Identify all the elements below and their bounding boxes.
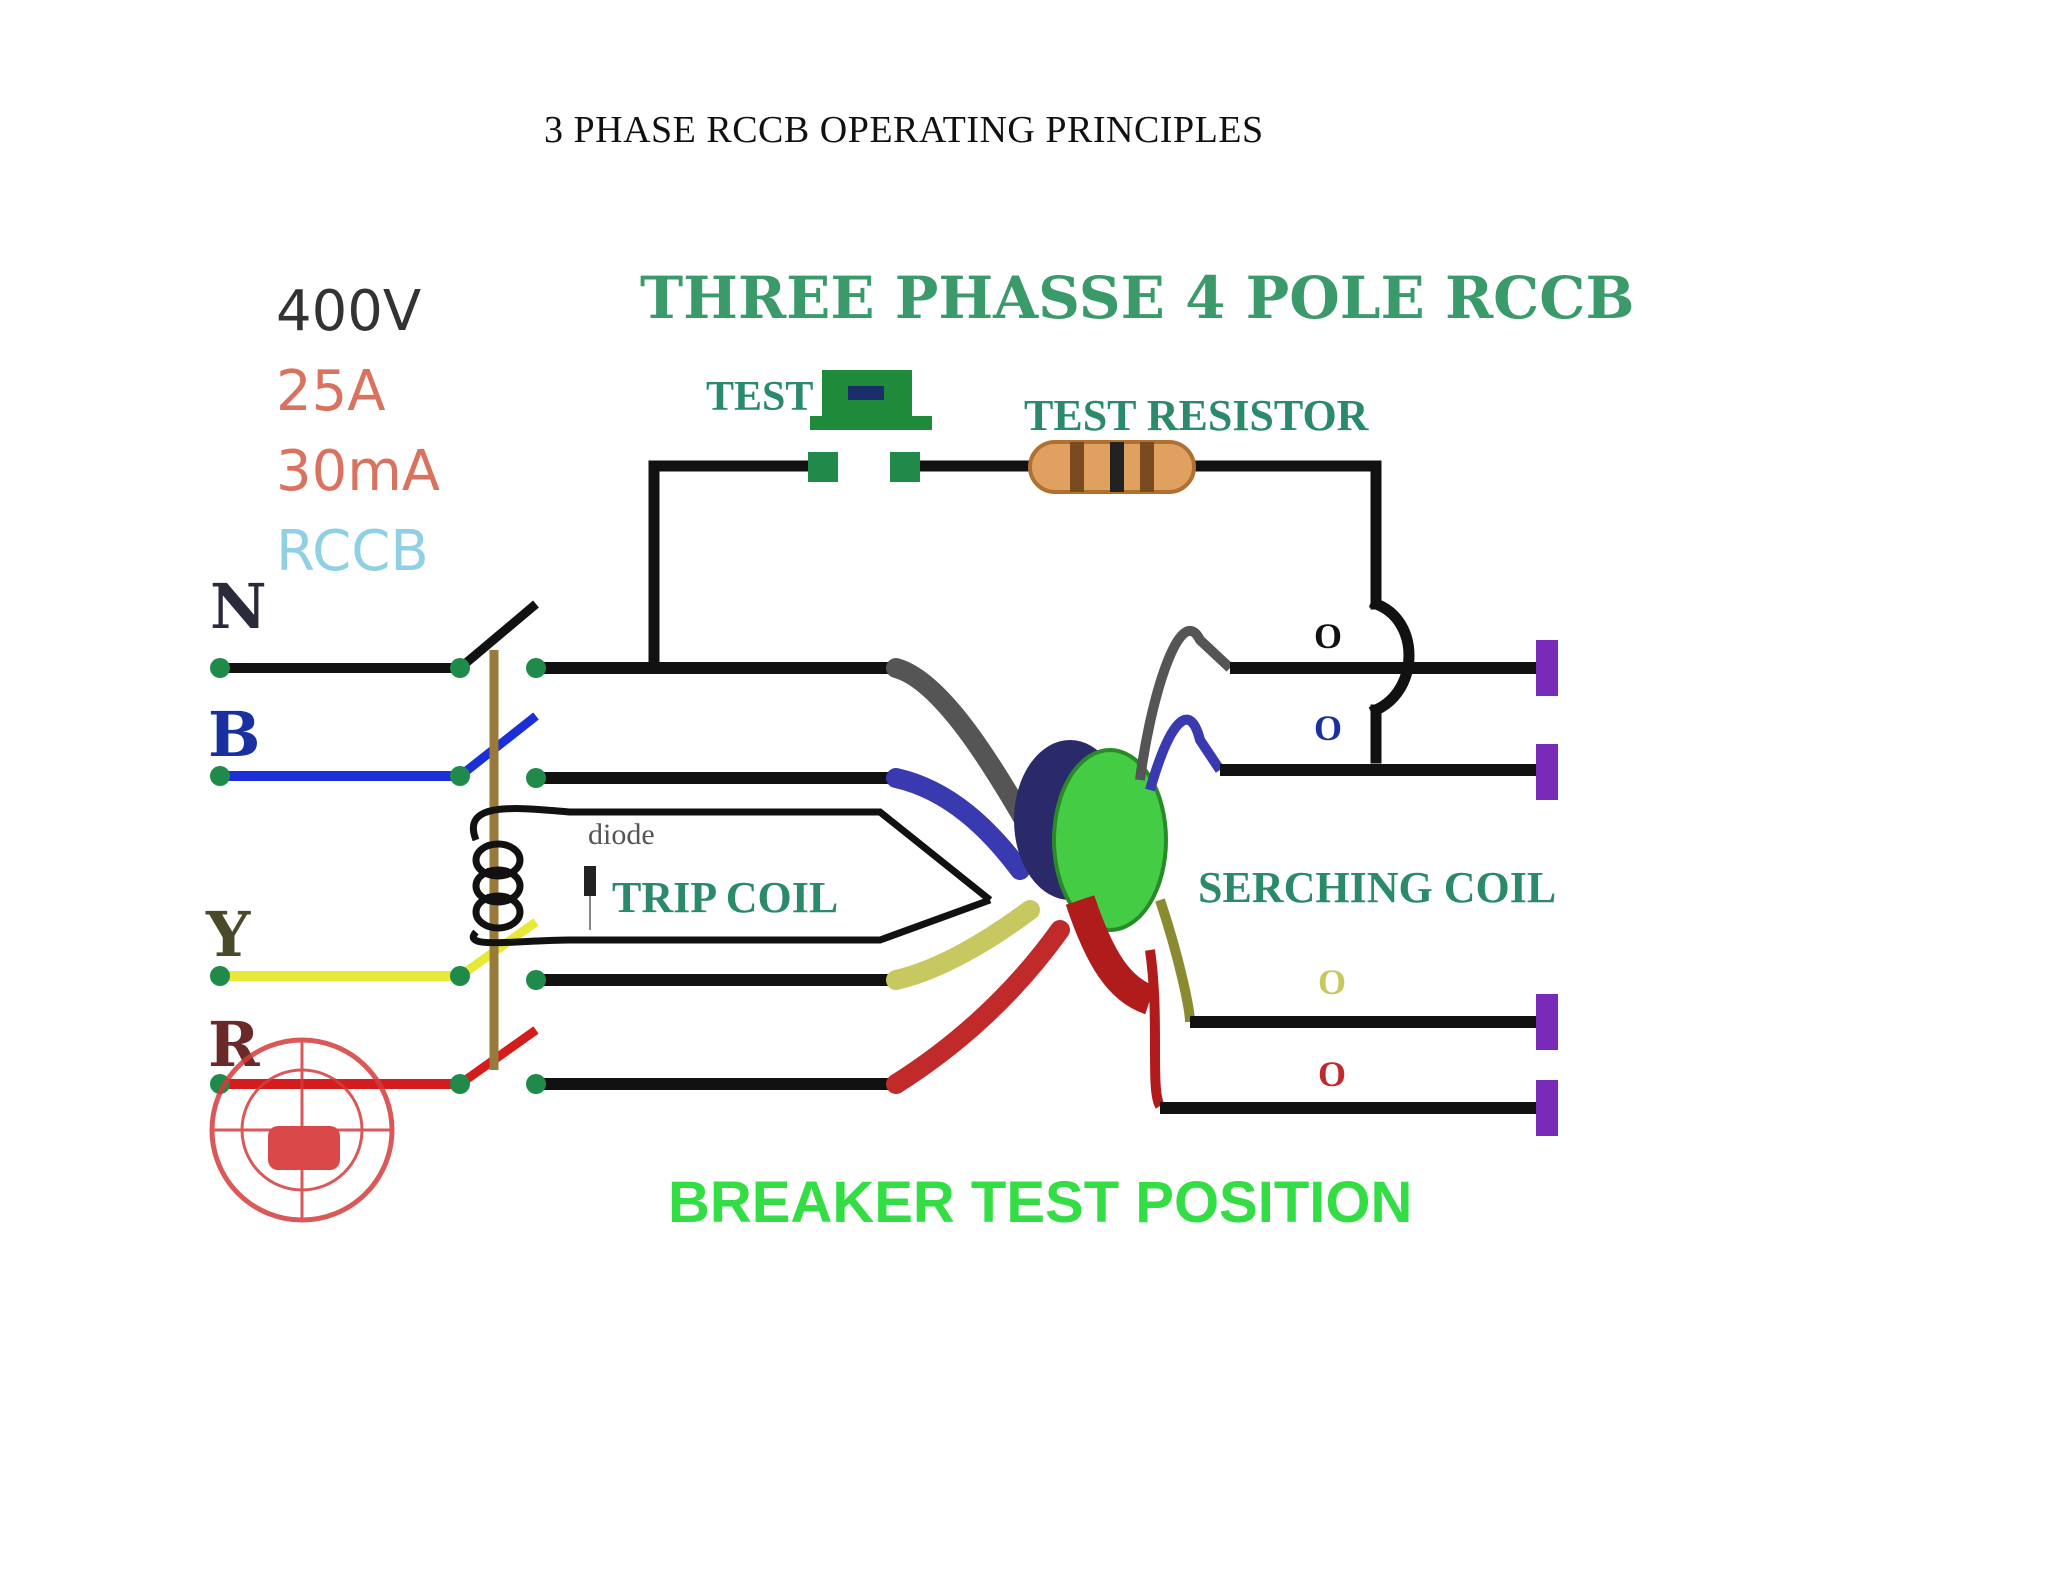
test-button-icon [810, 370, 932, 430]
page-title: 3 PHASE RCCB OPERATING PRINCIPLES [544, 109, 1264, 151]
spec-labels: 400V 25A 30mA RCCB [276, 279, 440, 584]
watermark-logo [209, 1037, 395, 1223]
searching-coil-label: SERCHING COIL [1198, 863, 1556, 912]
output-mark-b: O [1314, 708, 1342, 748]
output-mark-r: O [1318, 1054, 1346, 1094]
core-output-leads [1135, 626, 1234, 1109]
core-leads [886, 658, 1070, 1094]
voltage-label: 400V [276, 279, 421, 344]
toroid-core-icon [1014, 740, 1168, 1015]
current-label: 25A [276, 359, 386, 424]
phase-label-y: Y [205, 898, 251, 971]
conductors-to-core [536, 662, 896, 1090]
trip-coil-label: TRIP COIL [612, 873, 838, 922]
test-circuit-wires [648, 460, 1415, 764]
output-lines [1160, 662, 1538, 1114]
resistor-icon [1028, 440, 1196, 494]
test-contact-left [808, 452, 838, 482]
trip-coil-icon [470, 805, 993, 947]
output-mark-y: O [1318, 962, 1346, 1002]
phase-label-b: B [208, 698, 260, 771]
test-resistor-label: TEST RESISTOR [1024, 391, 1370, 440]
diagram-heading: THREE PHASSE 4 POLE RCCB [640, 264, 1635, 332]
output-mark-n: O [1314, 616, 1342, 656]
output-terminals [1536, 640, 1558, 1136]
device-label: RCCB [276, 519, 429, 584]
diode-label: diode [588, 818, 655, 851]
phase-label-n: N [210, 570, 267, 643]
input-lines [218, 663, 458, 1089]
test-button-label: TEST [706, 374, 813, 420]
diode-icon [584, 866, 596, 896]
sensitivity-label: 30mA [276, 439, 440, 504]
breaker-test-position-label: BREAKER TEST POSITION [668, 1170, 1412, 1235]
test-contact-right [890, 452, 920, 482]
terminal-dots [210, 658, 546, 1094]
